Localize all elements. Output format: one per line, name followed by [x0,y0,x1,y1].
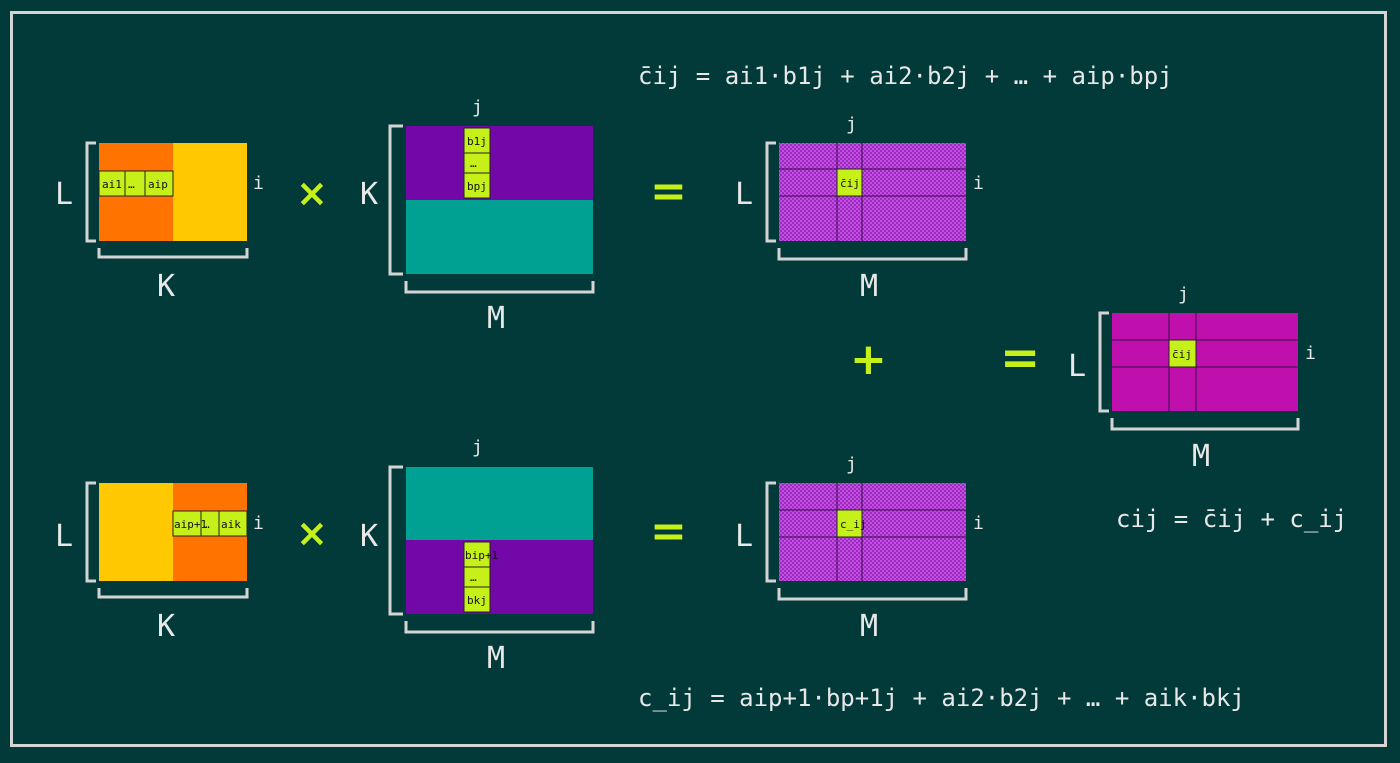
equals-operator: = [650,506,687,557]
cell-b-1j: b1j [467,135,487,148]
diagram-frame [10,11,1387,747]
cell-b-pj: bpj [467,180,487,193]
dim-label-k: K [157,269,175,304]
index-label-i: i [253,513,264,534]
dim-label-k: K [360,177,378,212]
matrix-c-top: c̄ij [765,141,968,261]
cell-a-ik: aik [221,518,241,531]
cell-a-dots: … [203,518,210,531]
cell-c-under-ij: c̲ij [840,518,867,531]
dim-label-l: L [1068,349,1086,384]
cell-c-bar-ij: c̄ij [840,177,860,190]
times-operator: × [296,511,328,555]
equals-operator: = [1000,330,1040,386]
dim-label-m: M [860,269,878,304]
dim-label-m: M [487,301,505,336]
dim-label-l: L [735,177,753,212]
index-label-j: j [472,437,483,458]
matrix-c-bottom: c̲ij [765,481,968,601]
cell-c-result-ij: c̄ij [1172,348,1192,361]
matrix-b-top: b1j … bpj [388,124,595,294]
index-label-j: j [846,114,857,135]
dim-label-l: L [55,519,73,554]
dim-label-k: K [360,519,378,554]
matrix-a-top: ai1 … aip [85,141,249,259]
index-label-i: i [973,173,984,194]
cell-a-i1: ai1 [102,178,122,191]
matrix-c-result: c̄ij [1098,311,1300,431]
index-label-i: i [973,513,984,534]
formula-bottom: c̲ij = aip+1·bp+1j + ai2·b2j + … + aik·b… [638,684,1245,712]
dim-label-m: M [860,609,878,644]
formula-top: c̄ij = ai1·b1j + ai2·b2j + … + aip·bpj [638,62,1173,90]
cell-b-kj: bkj [467,594,487,607]
index-label-i: i [253,173,264,194]
dim-label-k: K [157,609,175,644]
index-label-j: j [1178,284,1189,305]
cell-b-dots: … [470,157,477,170]
plus-operator: + [850,334,887,385]
cell-a-ip1: aip+1 [174,518,207,531]
index-label-j: j [472,97,483,118]
dim-label-m: M [1192,439,1210,474]
matrix-b-bottom: bip+1 … bkj [388,465,595,634]
formula-sum: cij = c̄ij + c̲ij [1116,505,1347,533]
index-label-i: i [1305,343,1316,364]
cell-b-ip1: bip+1 [465,549,498,562]
cell-a-dots: … [128,178,135,191]
times-operator: × [296,171,328,215]
cell-b-dots: … [470,571,477,584]
dim-label-l: L [55,177,73,212]
matrix-a-bottom: aip+1 … aik [85,481,249,599]
index-label-j: j [846,454,857,475]
dim-label-m: M [487,641,505,676]
equals-operator: = [650,166,687,217]
dim-label-l: L [735,519,753,554]
cell-a-ip: aip [148,178,168,191]
